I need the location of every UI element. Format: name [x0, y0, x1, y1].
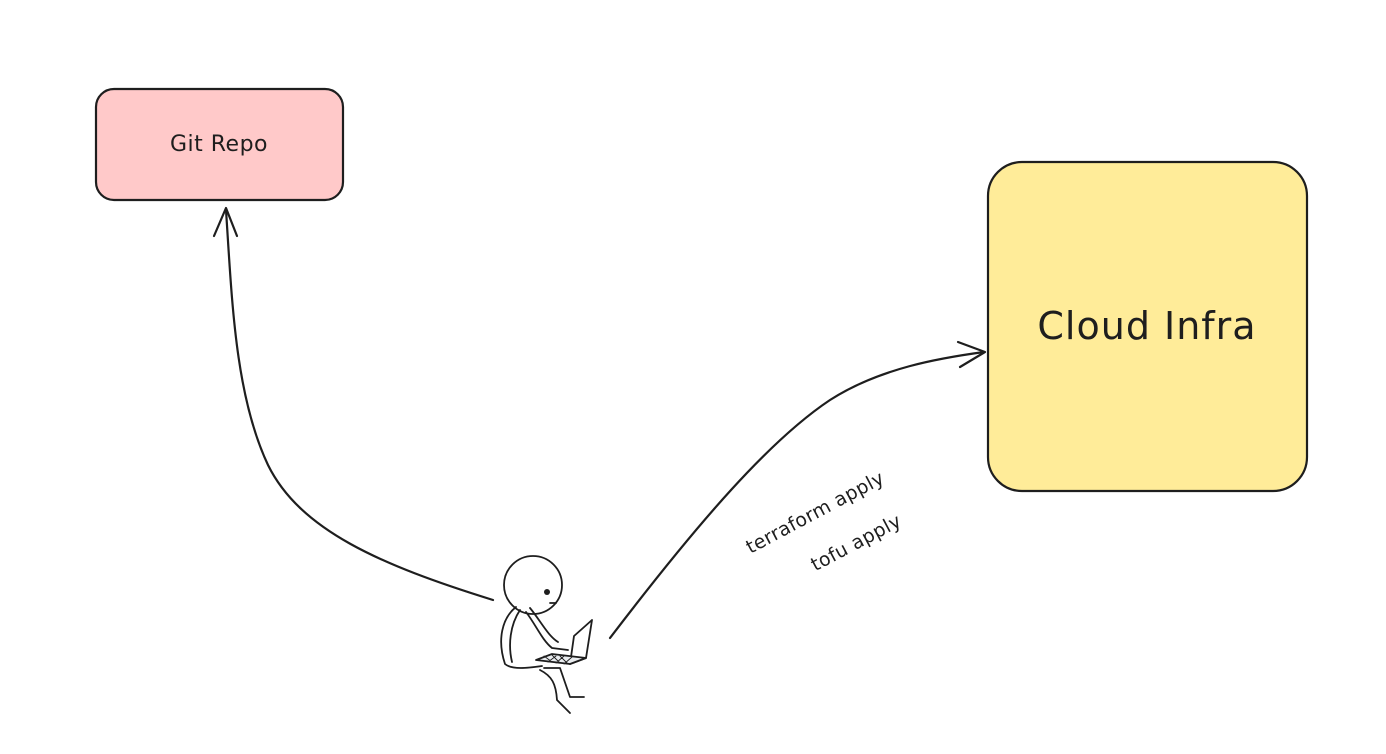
edge-person-to-git-repo[interactable] — [212, 206, 495, 602]
person-arm — [525, 611, 569, 651]
laptop-keyboard-hatch — [543, 654, 573, 665]
node-cloud-infra[interactable]: Cloud Infra — [986, 160, 1309, 493]
cloud-infra-label: Cloud Infra — [1037, 304, 1256, 348]
edge-person-to-git-repo-line — [224, 208, 495, 602]
person-leg-back — [539, 669, 571, 714]
edge-person-to-cloud-infra[interactable] — [608, 340, 987, 640]
cloud-infra-box — [986, 160, 1309, 493]
git-repo-box — [94, 87, 345, 202]
git-repo-label: Git Repo — [170, 132, 268, 157]
person-body — [500, 606, 543, 669]
arrowhead-up-icon — [212, 206, 239, 238]
person-eye — [544, 589, 550, 595]
person-back-line — [509, 609, 521, 663]
arrowhead-right-icon — [956, 340, 987, 369]
person-with-laptop-icon — [500, 555, 593, 714]
person-arm-inner — [529, 607, 559, 643]
person-leg-front — [543, 667, 585, 698]
person-head — [503, 555, 563, 615]
edge-person-to-cloud-infra-line — [608, 350, 986, 640]
node-git-repo[interactable]: Git Repo — [94, 87, 345, 202]
edge-labels: terraform apply tofu apply — [742, 467, 905, 576]
